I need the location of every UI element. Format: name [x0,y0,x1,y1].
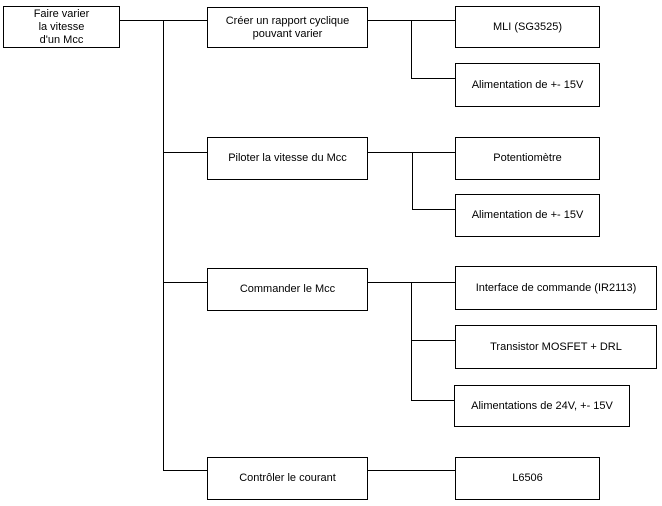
node-alimentation-15v-1: Alimentation de +- 15V [455,63,600,107]
node-faire-varier-vitesse-mcc: Faire varier la vitesse d'un Mcc [3,6,120,48]
node-alimentations-24v-15v: Alimentations de 24V, +- 15V [454,385,630,427]
node-alimentation-15v-2: Alimentation de +- 15V [455,194,600,237]
node-piloter-vitesse-mcc: Piloter la vitesse du Mcc [207,137,368,180]
node-interface-commande-ir2113: Interface de commande (IR2113) [455,266,657,310]
node-mli-sg3525: MLI (SG3525) [455,6,600,48]
node-creer-rapport-cyclique: Créer un rapport cyclique pouvant varier [207,7,368,48]
node-l6506: L6506 [455,457,600,500]
node-commander-mcc: Commander le Mcc [207,268,368,311]
node-transistor-mosfet-drl: Transistor MOSFET + DRL [455,325,657,369]
node-controler-courant: Contrôler le courant [207,457,368,500]
node-potentiometre: Potentiomètre [455,137,600,180]
